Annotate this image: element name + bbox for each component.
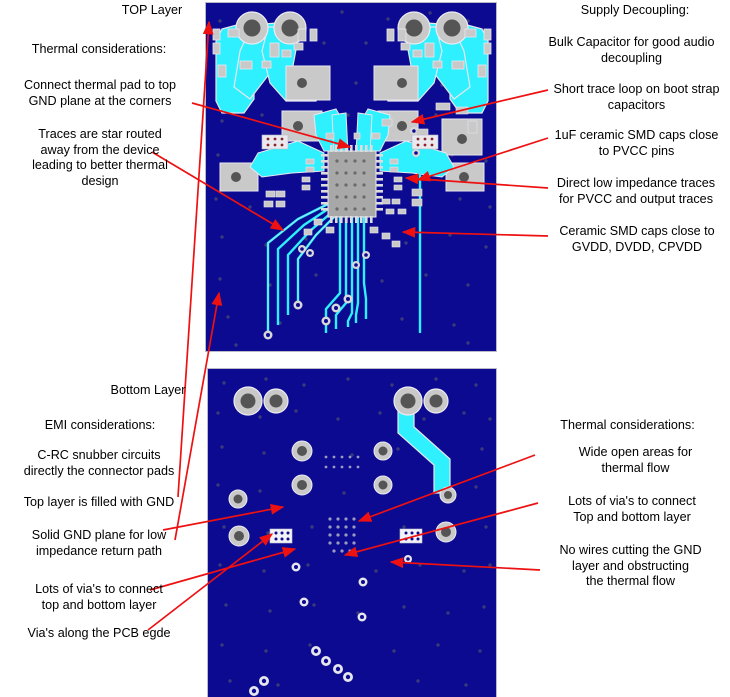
note-vias-along-pcb-edge: Via's along the PCB egde [27, 626, 171, 640]
note-crc-snubber: C-RC snubber circuits directly the conne… [23, 448, 175, 478]
note-supply-decoupling-heading: Supply Decoupling: [580, 3, 690, 17]
note-lots-of-vias-left: Lots of via's to connect top and bottom … [35, 582, 163, 612]
note-connect-thermal-pad: Connect thermal pad to top GND plane at … [24, 78, 176, 108]
note-ceramic-smd-caps-gvdd: Ceramic SMD caps close to GVDD, DVDD, CP… [559, 224, 715, 254]
note-direct-low-impedance: Direct low impedance traces for PVCC and… [556, 176, 716, 206]
pcb-top-layer-image [205, 2, 497, 352]
note-no-wires-cutting-gnd: No wires cutting the GND layer and obstr… [559, 543, 702, 588]
note-short-trace-loop: Short trace loop on boot strap capacitor… [553, 82, 720, 112]
note-lots-of-vias-right: Lots of via's to connect Top and bottom … [568, 494, 696, 524]
note-solid-gnd-plane: Solid GND plane for low impedance return… [31, 528, 167, 558]
note-bulk-capacitor: Bulk Capacitor for good audio decoupling [548, 35, 715, 65]
pcb-bottom-layer-image [207, 368, 497, 697]
note-thermal-considerations-heading-2: Thermal considerations: [560, 418, 695, 432]
top-layer-heading: TOP Layer [121, 3, 183, 17]
note-wide-open-areas: Wide open areas for thermal flow [578, 445, 693, 475]
note-thermal-considerations-heading: Thermal considerations: [31, 42, 167, 56]
note-emi-considerations-heading: EMI considerations: [44, 418, 156, 432]
note-top-layer-filled-gnd: Top layer is filled with GND [23, 495, 175, 509]
bottom-layer-heading: Bottom Layer [110, 383, 186, 397]
note-star-routed-traces: Traces are star routed away from the dev… [32, 127, 168, 188]
note-1uf-ceramic-smd-caps: 1uF ceramic SMD caps close to PVCC pins [554, 128, 719, 158]
